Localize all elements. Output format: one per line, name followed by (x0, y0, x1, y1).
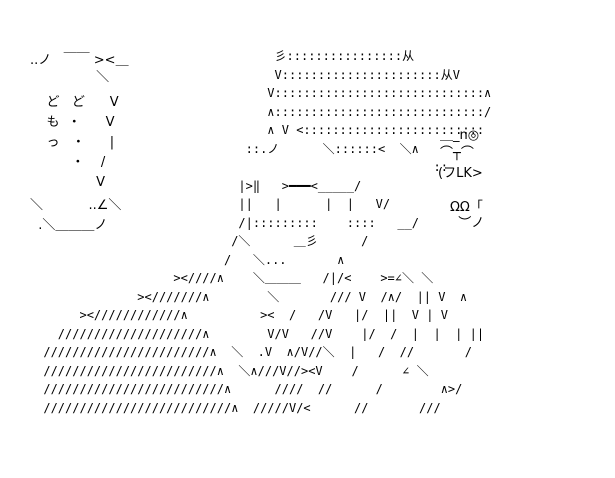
figure-line: V::::::::::::::::::::::从V (0, 67, 460, 82)
speech-bubble: ..ノ ￣￣ ><＿ ＼ ど ど V も ・ V っ ・ | ・ / V ＼ .… (30, 52, 190, 242)
figure-line: ::.ノ ＼::::::< ＼∧ (0, 141, 419, 156)
figure-line: /＼ ＿彡 / (0, 234, 369, 248)
sfx-mid: ⌒┬⌒ (440, 146, 474, 161)
figure-line: ><////////////∧ >< / /V |/ || V | V (0, 308, 448, 322)
figure-line: :: (0, 160, 448, 174)
figure-line: / ＼... ∧ (0, 252, 345, 267)
figure-line: ////////////////////∧ V/V //V |/ / | | |… (0, 326, 485, 341)
speech-line-2: ＼ (30, 70, 110, 85)
figure-line: ><///////∧ ＼ /// V /∧/ || V ∧ (0, 289, 468, 304)
speech-line-3: ど ど V (30, 95, 119, 110)
speech-line-5: っ ・ | (30, 135, 115, 150)
figure-line: ∧ V <::::::::::::::::::::::::: (0, 123, 485, 137)
figure-line: /|::::::::: :::: __/ (0, 215, 420, 230)
figure-line: ∧:::::::::::::::::::::::::::::/ (0, 104, 492, 119)
speech-line-9: .＼＿＿＿ノ (30, 218, 108, 233)
sfx-caption: (フLK> (438, 166, 483, 181)
speech-line-1: ..ノ ￣￣ ><＿ (30, 53, 129, 68)
sfx-bottom-a: ΩΩ「 (450, 200, 483, 215)
figure-line: 彡::::::::::::::::从 (0, 49, 415, 63)
speech-line-8: ＼ ..∠＼ (30, 198, 122, 213)
figure-line: //////////////////////////∧ /////V/< // … (0, 400, 441, 415)
sfx-top: ＿_n◎ (440, 128, 480, 143)
figure-line: || | | | V/ (0, 197, 391, 211)
figure-line: V:::::::::::::::::::::::::::::∧ (0, 86, 492, 100)
figure-line: ><////∧ ＼＿＿＿ /|/< >=∠＼ ＼ (0, 271, 434, 285)
figure-line: ///////////////////////∧ ＼ .V ∧/V//＼ | /… (0, 345, 472, 359)
figure-line: /////////////////////////∧ //// // / ∧>/ (0, 382, 463, 396)
speech-line-6: ・ / (30, 155, 106, 170)
figure-line: ////////////////////////∧ ＼∧///V//><V / … (0, 363, 429, 378)
figure-line: |>‖ >━━━<_____/ (0, 178, 362, 193)
speech-line-4: も ・ V (30, 115, 115, 130)
sfx-bottom-b: ︶ノ (450, 216, 485, 231)
speech-line-7: V (30, 175, 106, 190)
